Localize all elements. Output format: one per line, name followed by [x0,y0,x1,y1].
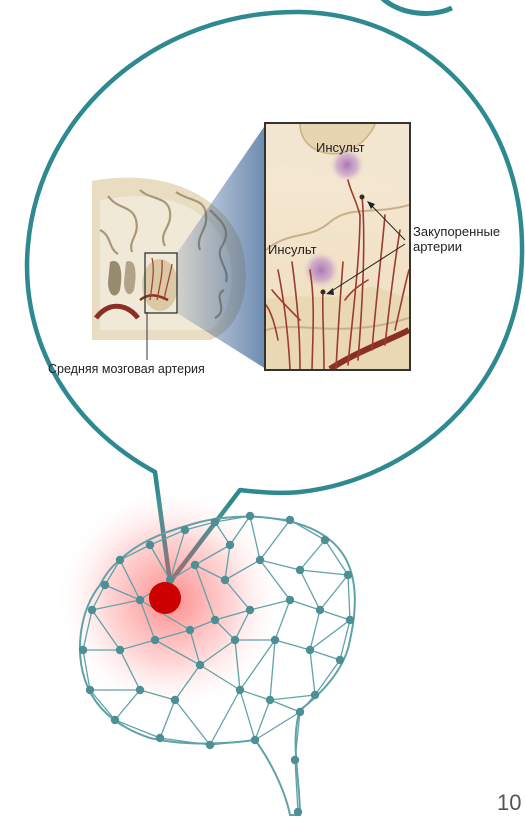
network-node [86,686,94,694]
network-edge [240,690,270,700]
network-node [306,646,314,654]
network-edge [255,700,270,740]
network-node [344,571,352,579]
network-node [136,686,144,694]
network-node [236,686,244,694]
network-node [286,596,294,604]
network-edge [315,660,340,695]
network-node [206,741,214,749]
network-node [156,734,164,742]
network-edge [255,712,300,740]
network-node [186,626,194,634]
network-node [101,581,109,589]
label-stroke-top: Инсульт [316,140,365,155]
network-edge [250,516,290,520]
network-node [336,656,344,664]
top-circle-fragment [382,0,452,13]
network-node [266,696,274,704]
network-node [196,661,204,669]
network-node [294,808,302,816]
network-node [116,556,124,564]
network-node [211,518,219,526]
network-edge [310,650,340,660]
network-edge [270,700,300,712]
network-edge [240,690,255,740]
network-node [271,636,279,644]
network-node [256,556,264,564]
network-edge [320,610,350,620]
network-edge [300,570,348,575]
network-edge [115,720,160,738]
network-edge [320,575,348,610]
network-node [246,512,254,520]
label-stroke-left: Инсульт [268,242,317,257]
network-node [146,541,154,549]
network-edge [348,575,350,620]
network-node [181,526,189,534]
label-blocked-arteries-line1: Закупоренные [413,224,500,239]
network-node [116,646,124,654]
network-edge [310,650,315,695]
page-number: 10 [497,790,521,816]
network-node [79,646,87,654]
network-node [191,561,199,569]
network-node [316,606,324,614]
stroke-location-marker [149,582,181,614]
network-node [246,606,254,614]
network-node [221,576,229,584]
network-edge [275,640,310,650]
network-node [321,536,329,544]
label-blocked-arteries-line2: артерии [413,239,462,254]
network-edge [300,540,325,570]
network-node [211,616,219,624]
network-node [88,606,96,614]
network-node [171,696,179,704]
network-node [226,541,234,549]
network-node [151,636,159,644]
network-node [111,716,119,724]
label-middle-cerebral-artery: Средняя мозговая артерия [48,362,205,376]
network-edge [290,520,325,540]
network-edge [270,695,315,700]
network-node [136,596,144,604]
network-node [296,566,304,574]
network-node [296,708,304,716]
network-node [346,616,354,624]
network-node [311,691,319,699]
network-node [251,736,259,744]
network-brain [55,485,355,816]
network-node [291,756,299,764]
stroke-area-left [303,252,339,288]
network-node [231,636,239,644]
network-node [286,516,294,524]
zoomed-panel: Инсульт Инсульт [264,122,411,371]
